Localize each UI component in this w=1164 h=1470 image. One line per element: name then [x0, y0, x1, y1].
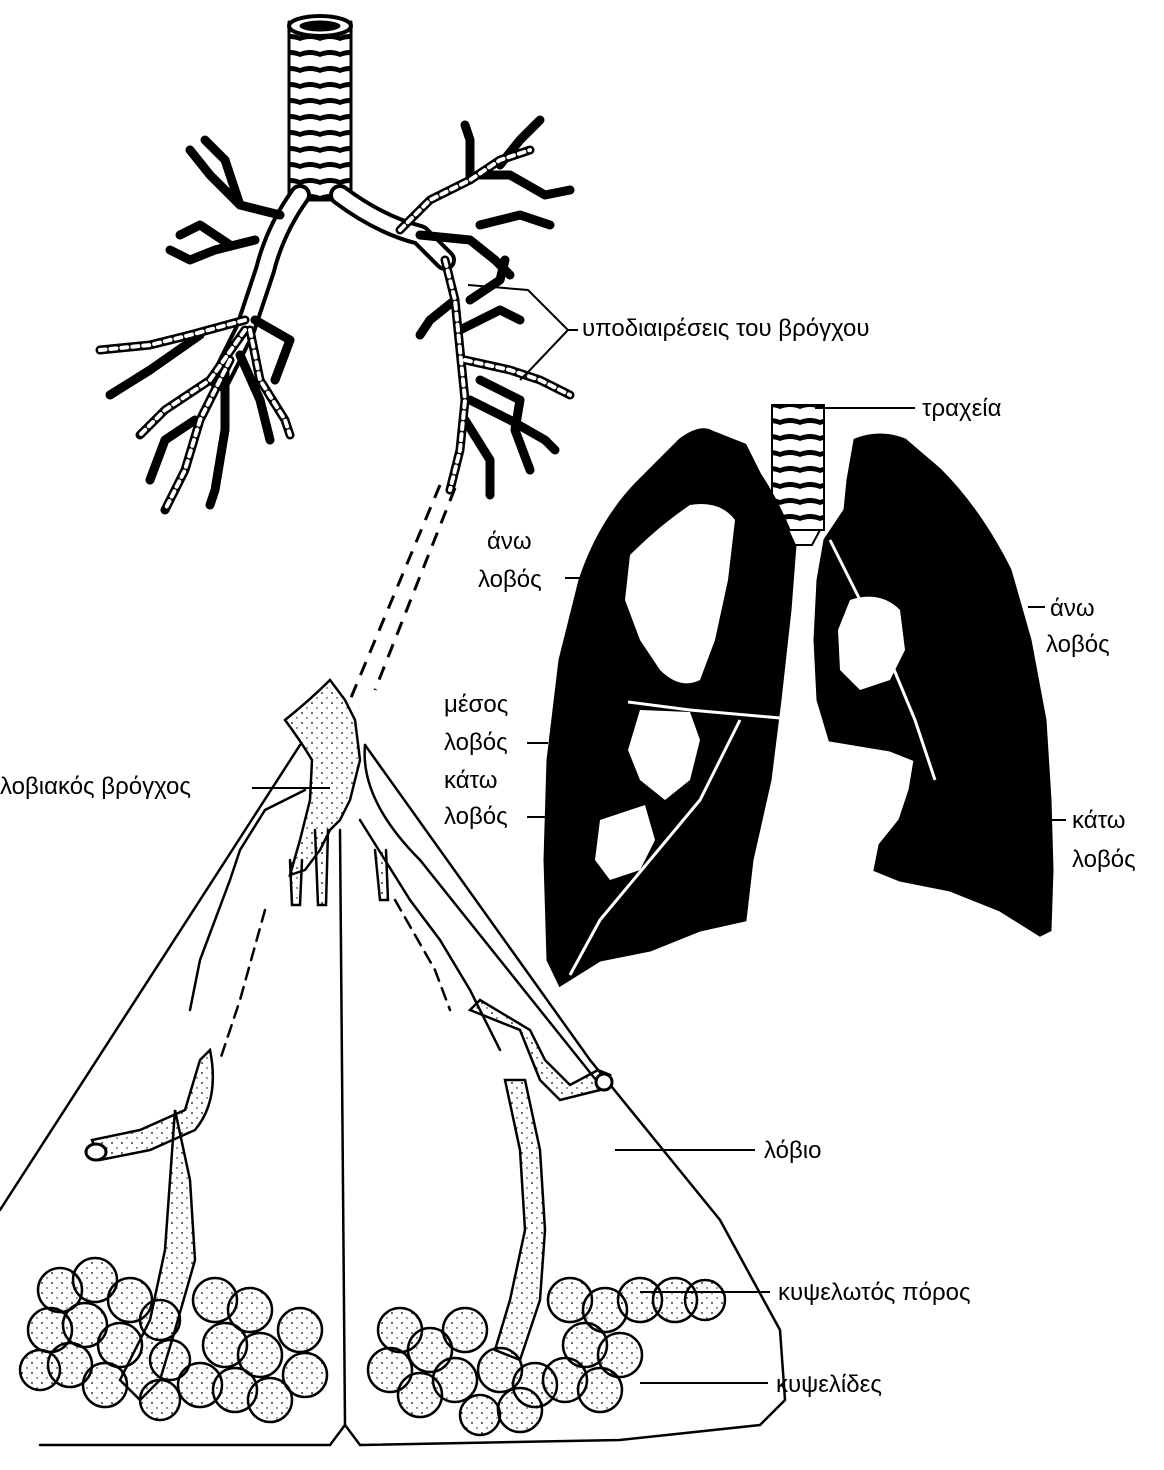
terminal-bronchiole-right	[470, 1000, 610, 1100]
label-right-lower-lobe-line2: λοβός	[444, 802, 508, 832]
label-trachea: τραχεία	[922, 394, 1002, 424]
label-right-middle-lobe-line2: λοβός	[444, 728, 508, 758]
alveoli-cluster-right	[368, 1278, 725, 1435]
bronchiole-opening-left	[86, 1144, 106, 1160]
label-lobule: λόβιο	[764, 1136, 821, 1166]
label-left-lower-lobe-line2: λοβός	[1072, 845, 1136, 875]
label-right-middle-lobe-line1: μέσος	[444, 690, 508, 720]
lobule-outline-bottom	[40, 1425, 360, 1445]
tree-trachea	[289, 16, 351, 200]
label-left-upper-lobe-line2: λοβός	[1046, 630, 1110, 660]
bronchial-tree	[100, 16, 570, 510]
label-right-upper-lobe-line1: άνω	[487, 527, 532, 557]
label-alveolar-duct: κυψελωτός πόρος	[778, 1278, 971, 1308]
stub-branch-1	[290, 860, 302, 905]
stub-branch-3	[375, 850, 388, 900]
label-left-lower-lobe-line1: κάτω	[1072, 806, 1125, 836]
left-lung	[815, 435, 1052, 935]
label-alveoli: κυψελίδες	[776, 1370, 882, 1400]
terminal-bronchiole-left	[92, 1050, 213, 1160]
lobule-divider	[340, 830, 345, 1425]
tree-right-branches	[100, 140, 290, 510]
label-panel-letter: Α	[622, 898, 645, 934]
zoom-connector	[350, 485, 455, 700]
label-lobar-bronchus: λοβιακός βρόγχος	[0, 772, 191, 802]
dashed-bronchiole-left	[220, 910, 265, 1060]
respiratory-bronchiole-right	[495, 1080, 545, 1360]
stub-branch-2	[315, 830, 328, 905]
label-left-upper-lobe-line1: άνω	[1050, 594, 1095, 624]
label-right-upper-lobe-line2: λοβός	[478, 565, 542, 595]
bronchiole-opening-right	[596, 1074, 612, 1090]
label-right-lower-lobe-line1: κάτω	[444, 766, 497, 796]
label-bronchial-subdivisions: υποδιαιρέσεις του βρόγχου	[582, 314, 870, 344]
